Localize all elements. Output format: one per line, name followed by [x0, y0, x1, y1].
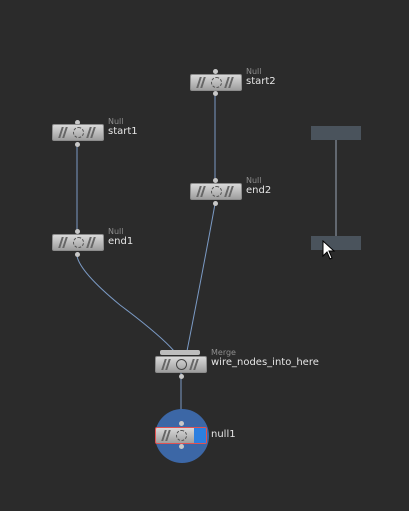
- node-name-label[interactable]: start1: [108, 126, 138, 137]
- null-node-icon: [176, 430, 187, 441]
- node-start1-body[interactable]: [52, 124, 104, 141]
- node-start2-body[interactable]: [190, 74, 242, 91]
- node-type-label: Null: [108, 227, 124, 236]
- mouse-cursor-icon: [322, 240, 336, 260]
- end2-output-port[interactable]: [213, 201, 218, 206]
- node-name-label[interactable]: wire_nodes_into_here: [211, 357, 319, 368]
- start1-input-port[interactable]: [75, 120, 80, 125]
- start1-output-port[interactable]: [75, 142, 80, 147]
- node-name-label[interactable]: null1: [211, 429, 236, 440]
- end1-input-port[interactable]: [75, 229, 80, 234]
- node-end1[interactable]: Null end1: [52, 227, 133, 252]
- node-null1[interactable]: null1: [155, 427, 236, 445]
- null-node-icon: [73, 237, 84, 248]
- null-node-icon: [73, 127, 84, 138]
- node-start2[interactable]: Null start2: [190, 67, 276, 92]
- merge-output-port[interactable]: [179, 374, 184, 379]
- merge-multi-input-bar[interactable]: [160, 350, 200, 355]
- node-name-label[interactable]: start2: [246, 76, 276, 87]
- node-start1[interactable]: Null start1: [52, 117, 138, 142]
- null-node-icon: [211, 77, 222, 88]
- wire-end1-merge[interactable]: [76, 255, 175, 352]
- node-type-label: Null: [246, 176, 262, 185]
- node-type-label: Null: [108, 117, 124, 126]
- node-type-label: Merge: [211, 348, 236, 357]
- ghost-node-top: [311, 126, 361, 140]
- node-end2[interactable]: Null end2: [190, 176, 271, 201]
- node-null1-body[interactable]: [155, 427, 207, 444]
- ghost-node-bottom: [311, 236, 361, 250]
- null1-input-port[interactable]: [179, 421, 184, 426]
- end2-input-port[interactable]: [213, 178, 218, 183]
- start2-input-port[interactable]: [213, 69, 218, 74]
- node-end1-body[interactable]: [52, 234, 104, 251]
- display-flag[interactable]: [194, 428, 206, 443]
- node-merge[interactable]: Merge wire_nodes_into_here: [155, 348, 319, 374]
- node-name-label[interactable]: end2: [246, 185, 272, 196]
- start2-output-port[interactable]: [213, 91, 218, 96]
- node-merge-body[interactable]: [155, 356, 207, 373]
- node-name-label[interactable]: end1: [108, 236, 134, 247]
- null-node-icon: [211, 186, 222, 197]
- null1-output-port[interactable]: [179, 444, 184, 449]
- node-end2-body[interactable]: [190, 183, 242, 200]
- end1-output-port[interactable]: [75, 252, 80, 257]
- merge-node-icon: [176, 359, 187, 370]
- wire-end2-merge[interactable]: [186, 203, 216, 352]
- node-type-label: Null: [246, 67, 262, 76]
